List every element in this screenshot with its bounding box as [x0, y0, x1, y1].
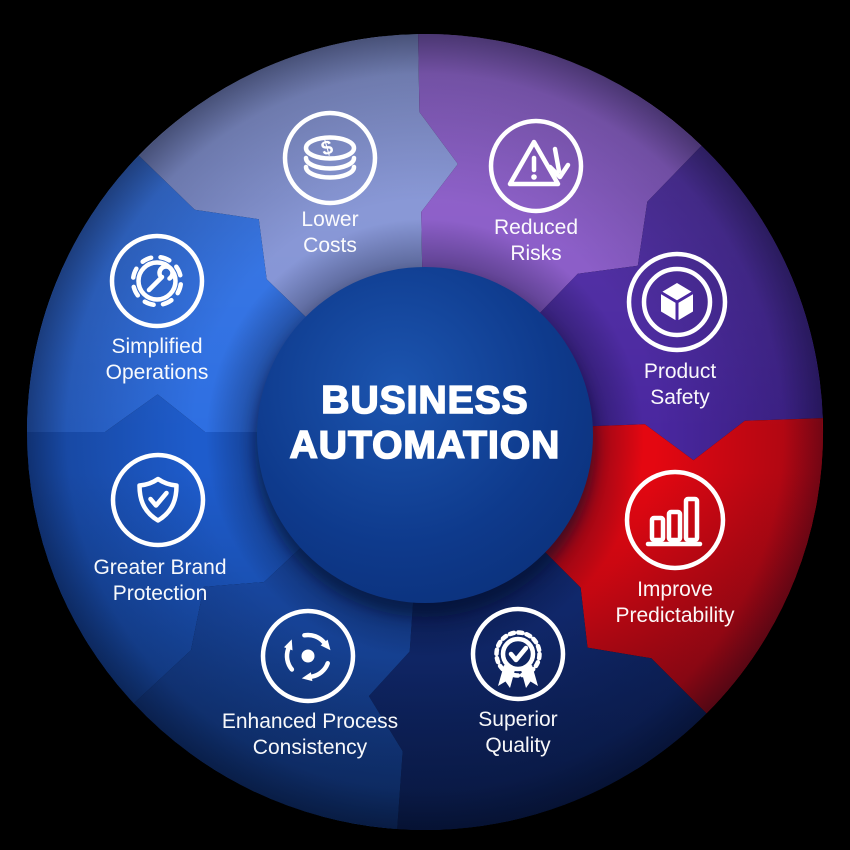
label-lower-costs-1: Lower: [301, 208, 358, 231]
warning-arrow-icon: [488, 118, 584, 214]
label-reduced-risks-1: Reduced: [494, 216, 578, 239]
center-title-line2: AUTOMATION: [290, 424, 561, 467]
medal-icon: [470, 606, 566, 702]
label-improve-predictability-2: Predictability: [615, 604, 735, 627]
label-product-safety-2: Safety: [650, 386, 710, 409]
label-lower-costs-2: Costs: [303, 234, 357, 257]
gear-wrench-icon: [109, 233, 205, 329]
label-superior-quality-1: Superior: [478, 708, 557, 731]
center-title-line1: BUSINESS: [321, 379, 528, 422]
label-greater-brand-2: Protection: [113, 582, 208, 605]
label-superior-quality-2: Quality: [485, 734, 551, 757]
label-simplified-operations-2: Operations: [106, 361, 209, 384]
label-product-safety-1: Product: [644, 360, 717, 383]
label-improve-predictability-1: Improve: [637, 578, 713, 601]
shield-check-icon: [110, 452, 206, 548]
label-enhanced-process-2: Consistency: [253, 736, 368, 759]
label-enhanced-process-1: Enhanced Process: [222, 710, 398, 733]
bar-chart-icon: [624, 469, 726, 571]
cube-icon: [626, 251, 728, 353]
label-reduced-risks-2: Risks: [510, 242, 561, 265]
label-simplified-operations-1: Simplified: [111, 335, 202, 358]
label-greater-brand-1: Greater Brand: [93, 556, 226, 579]
center-circle: [257, 267, 593, 603]
cycle-icon: [260, 608, 356, 704]
